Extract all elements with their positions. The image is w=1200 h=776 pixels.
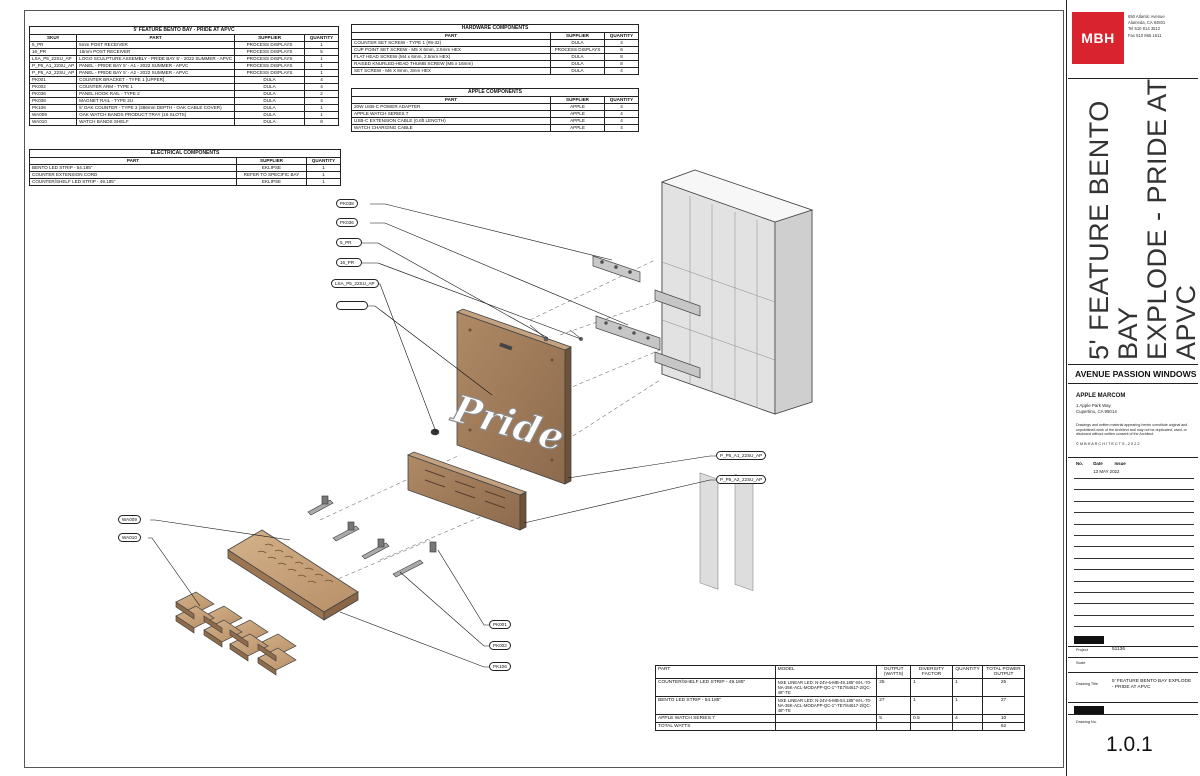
callout-pk106: PK106	[489, 662, 511, 671]
electrical-table: ELECTRICAL COMPONENTS PART SUPPLIER QUAN…	[29, 149, 341, 186]
table-cell: 1	[952, 678, 984, 697]
table-row: COUNTER/SHELF LED STRIP - 49.185"EKLIPSE…	[29, 178, 341, 186]
drawing-title: 5' FEATURE BENTO BAY EXPLODE - PRIDE AT …	[1112, 679, 1192, 690]
project-label: Project	[1076, 648, 1088, 652]
table-cell: 8	[304, 118, 339, 126]
copyright: © M B H A R C H I T E C T S - 2 0 2 2	[1076, 442, 1140, 446]
callout-wa010: WA010	[118, 533, 141, 542]
sheet-title-vertical: 5' FEATURE BENTO BAY EXPLODE - PRIDE AT …	[1084, 78, 1200, 360]
disclaimer: Drawings and written material appearing …	[1076, 423, 1188, 437]
table-cell: APPLE WATCH SERIES 7	[655, 714, 776, 723]
callout-16-pr: 16_PR	[336, 258, 362, 267]
table-cell: 1	[910, 696, 954, 715]
callout-pk038: PK038	[336, 199, 358, 208]
client-name: APPLE MARCOM	[1076, 393, 1126, 399]
table-cell: 4	[952, 714, 984, 723]
panel-a1	[455, 308, 573, 485]
callout-a1: P_P5_A1_22SU_AP	[716, 451, 767, 460]
table-cell: NXE LINEAR LED: N-24V-6-MB-54.185"-M-L-7…	[774, 696, 878, 715]
panel-hook-rail	[592, 255, 641, 283]
table-row: COUNTER/SHELF LED STRIP - 49.185"NXE LIN…	[655, 678, 1025, 697]
callout-lsa: LSA_P5_22SU_AP	[331, 279, 379, 288]
power-output-table: PART MODEL OUTPUT (WATTS) DIVERSITY FACT…	[655, 665, 1025, 731]
client-address: 1 Apple Park Way Cupertino, CA 95014	[1076, 403, 1117, 414]
total-label: TOTAL WATTS	[655, 722, 776, 731]
table-cell: 0.5	[910, 714, 954, 723]
table-cell: WATCH BANDS SHELF	[76, 118, 236, 126]
callout-blank	[336, 301, 368, 310]
revision-lines	[1074, 478, 1194, 637]
callout-wa009: WA009	[118, 515, 141, 524]
oak-counter	[227, 529, 359, 621]
bento-bay-cabinet	[660, 169, 814, 591]
magnet-rail	[595, 289, 701, 379]
table-cell: 1	[306, 178, 341, 186]
project-number: 51136	[1112, 647, 1125, 652]
table-cell: 4	[604, 124, 639, 132]
firm-logo: MBH	[1072, 12, 1124, 64]
table-cell: 25	[876, 678, 912, 697]
table-cell: 5	[876, 714, 912, 723]
leader-lines	[148, 203, 716, 668]
table-cell: 27	[982, 696, 1025, 715]
column-header: PART	[655, 665, 776, 679]
table-cell: COUNTER/SHELF LED STRIP - 49.185"	[655, 678, 776, 697]
project-name: AVENUE PASSION WINDOWS	[1075, 369, 1197, 379]
callout-a2: P_P5_A2_22SU_AP	[716, 475, 767, 484]
column-header: TOTAL POWER OUTPUT	[982, 665, 1025, 679]
sheet-border	[24, 10, 1064, 768]
table-cell: BENTO LED STRIP - 54.185"	[655, 696, 776, 715]
hardware-table: HARDWARE COMPONENTS PART SUPPLIER QUANTI…	[351, 24, 639, 75]
apple-components-table: APPLE COMPONENTS PART SUPPLIER QUANTITY …	[351, 88, 639, 132]
exploded-axonometric-drawing: Pride	[148, 169, 814, 676]
table-cell: 25	[982, 678, 1025, 697]
callout-pk001: PK001	[489, 620, 511, 629]
total-value: 62	[982, 722, 1025, 731]
table-cell: 1	[910, 678, 954, 697]
table-cell: 1	[952, 696, 984, 715]
table-cell: NXE LINEAR LED: N-24V-6-MB-49.185"-M-L-7…	[774, 678, 878, 697]
table-row: BENTO LED STRIP - 54.185"NXE LINEAR LED:…	[655, 696, 1025, 715]
watch-bands-shelves	[175, 591, 297, 676]
scale-label: Scale	[1076, 661, 1086, 665]
revision-row: 13 MAY 2022	[1093, 469, 1120, 474]
bento-parts-table: 5' FEATURE BENTO BAY - PRIDE AT APVC SKU…	[28, 26, 339, 126]
table-cell: 4	[604, 67, 639, 75]
drawing-no-label: Drawing No.	[1076, 720, 1097, 724]
revision-header: No. Date Issue	[1076, 461, 1126, 466]
column-header: MODEL	[774, 665, 878, 679]
panel-a2	[406, 451, 528, 531]
firm-address: 650 Atlantic Avenue Alameda, CA 94501 Te…	[1128, 14, 1166, 38]
callout-5-pr: 5_PR	[336, 238, 362, 247]
column-header: QUANTITY	[952, 665, 984, 679]
table-cell: 27	[876, 696, 912, 715]
post-receivers	[430, 324, 583, 436]
drawing-number: 1.0.1	[1106, 733, 1153, 756]
table-cell: 10	[982, 714, 1025, 723]
callout-pk036: PK036	[336, 218, 358, 227]
table-cell	[774, 714, 878, 723]
table-cell: WA010	[28, 118, 78, 126]
drawing-title-label: Drawing Title	[1076, 682, 1098, 686]
column-header: DIVERSITY FACTOR	[910, 665, 954, 679]
column-header: OUTPUT (WATTS)	[876, 665, 912, 679]
callout-pk002: PK002	[489, 641, 511, 650]
title-block	[1066, 0, 1200, 776]
